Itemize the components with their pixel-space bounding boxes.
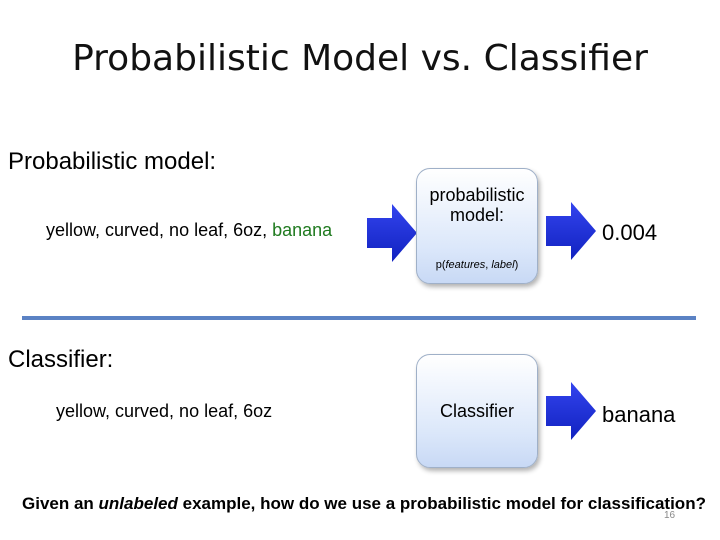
question-text: Given an unlabeled example, how do we us… bbox=[22, 494, 706, 513]
box-line-2: model: bbox=[449, 205, 505, 225]
arrow-right-icon bbox=[546, 382, 596, 440]
box-line-1: probabilistic bbox=[429, 185, 525, 205]
arrow-right-icon bbox=[546, 202, 596, 260]
features-text: yellow, curved, no leaf, 6oz, bbox=[46, 220, 273, 240]
features-with-label: yellow, curved, no leaf, 6oz, banana bbox=[46, 220, 332, 241]
section-divider bbox=[22, 316, 696, 320]
classifier-box: Classifier bbox=[416, 354, 538, 468]
probabilistic-model-box: probabilistic model: p(features, label) bbox=[416, 168, 538, 284]
classifier-box-label: Classifier bbox=[439, 401, 514, 421]
arrow-right-icon bbox=[367, 204, 417, 262]
section-label-probabilistic: Probabilistic model: bbox=[8, 148, 217, 175]
features-text-unlabeled: yellow, curved, no leaf, 6oz bbox=[56, 401, 273, 421]
label-text: banana bbox=[272, 220, 333, 240]
box-formula: p(features, label) bbox=[435, 259, 519, 271]
probability-output: 0.004 bbox=[602, 220, 658, 245]
section-label-classifier: Classifier: bbox=[8, 346, 114, 373]
classification-output: banana bbox=[602, 402, 676, 427]
slide-number: 16 bbox=[664, 510, 676, 521]
slide-title: Probabilistic Model vs. Classifier bbox=[72, 38, 648, 79]
